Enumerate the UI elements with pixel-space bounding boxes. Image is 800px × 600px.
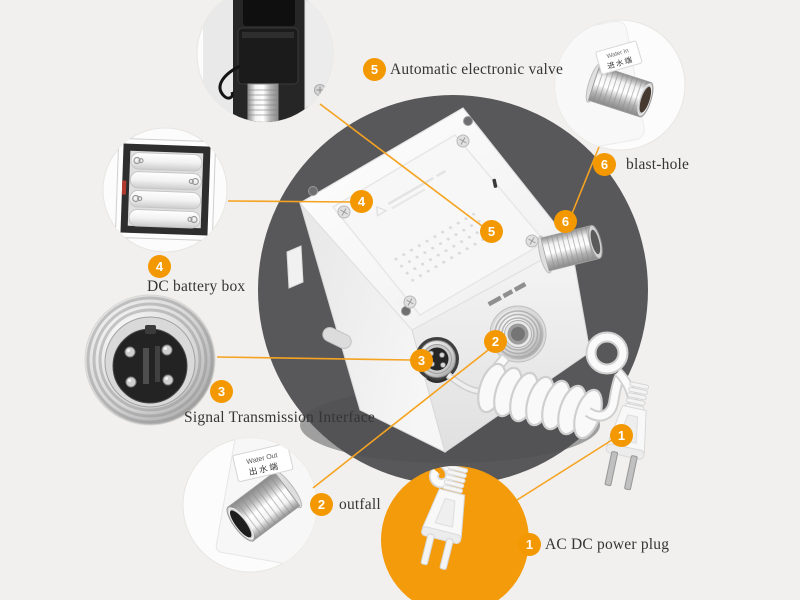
- callout-lines: [216, 103, 613, 501]
- callout-badge-3: 3: [210, 380, 233, 403]
- product-marker-1: 1: [610, 424, 633, 447]
- callout-badge-1: 1: [518, 533, 541, 556]
- signal-interface-photo: [84, 294, 216, 426]
- callout-label-5: Automatic electronic valve: [390, 61, 564, 78]
- plug-photo: [381, 466, 529, 600]
- callout-label-2: outfall: [339, 496, 381, 513]
- callout-line-5: [319, 103, 483, 227]
- callout-label-3: Signal Transmission Interface: [184, 409, 375, 426]
- panel-screws: [337, 134, 539, 309]
- callout-line-2: [312, 346, 493, 489]
- callout-label-4: DC battery box: [147, 278, 246, 295]
- callout-label-6: blast-hole: [626, 156, 690, 173]
- vent-holes: [390, 210, 496, 288]
- water-out-sticker: Water Out 出水端: [232, 442, 294, 483]
- valve-photo: [196, 0, 334, 123]
- battery-box-photo: [102, 127, 228, 253]
- lid-print: [376, 170, 447, 217]
- svg-text:Water In: Water In: [606, 48, 629, 60]
- port-labels: [487, 282, 527, 307]
- product-marker-5: 5: [480, 220, 503, 243]
- callout-badge-6: 6: [593, 153, 616, 176]
- callout-label-1: AC DC power plug: [545, 536, 670, 553]
- water-in-sticker: Water In 进水端: [595, 40, 643, 75]
- coiled-cable: [445, 331, 638, 440]
- callout-line-4: [227, 200, 352, 203]
- product-marker-2: 2: [484, 330, 507, 353]
- callout-badge-2: 2: [310, 493, 333, 516]
- callout-badge-4: 4: [148, 255, 171, 278]
- product-marker-6: 6: [554, 210, 577, 233]
- blast-hole-pipe: [537, 224, 603, 274]
- callout-badge-5: 5: [363, 58, 386, 81]
- product-marker-4: 4: [350, 190, 373, 213]
- product-marker-3: 3: [410, 349, 433, 372]
- callout-line-1: [516, 439, 613, 501]
- callout-line-3: [216, 356, 412, 361]
